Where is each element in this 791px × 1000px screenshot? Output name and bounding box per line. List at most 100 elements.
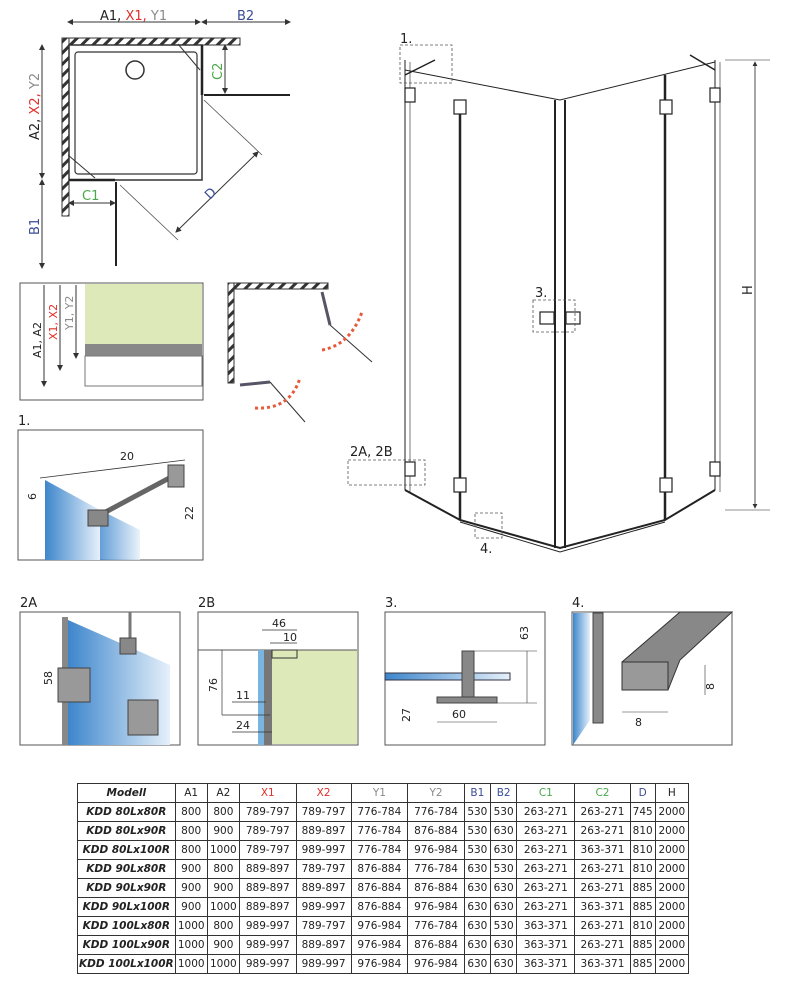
value-cell-y1: 776-784 [350,802,409,822]
label-a1: A1, [100,9,125,24]
value-cell-c2: 263-271 [574,916,631,936]
model-cell: KDD 80Lx100R [77,840,176,860]
dim-6: 6 [26,493,39,500]
value-cell-y2: 976-984 [407,954,465,974]
dim-22: 22 [183,506,196,520]
label-h: H [741,285,756,295]
value-cell-x1: 789-797 [238,840,297,860]
model-cell: KDD 90Lx80R [77,859,176,879]
callout-3: 3. [535,286,547,301]
detail-2b: 2B 46 10 76 11 24 [197,596,359,746]
value-cell-y1: 976-984 [350,916,409,936]
value-cell-x2: 989-997 [295,840,352,860]
value-cell-b1: 630 [463,878,491,898]
model-cell: KDD 90Lx90R [77,878,176,898]
value-cell-d: 810 [629,821,656,841]
detail-2a-title: 2A [20,596,37,611]
value-cell-c2: 263-271 [574,859,631,879]
value-cell-c1: 263-271 [516,878,576,898]
value-cell-a2: 900 [206,935,240,955]
value-cell-b1: 630 [463,935,491,955]
value-cell-x1: 989-997 [238,916,297,936]
value-cell-c1: 263-271 [516,821,576,841]
detail-3-title: 3. [385,596,397,611]
main-3d-view [347,44,770,553]
value-cell-d: 810 [629,840,656,860]
callout-2a-2b: 2A, 2B [350,445,393,460]
value-cell-h: 2000 [654,954,690,974]
value-cell-x1: 889-897 [238,878,297,898]
dim-8-height: 8 [704,683,717,690]
model-cell: KDD 80Lx80R [77,802,176,822]
value-cell-c2: 263-271 [574,821,631,841]
value-cell-a1: 1000 [174,954,208,974]
value-cell-y2: 776-784 [407,916,465,936]
value-cell-x2: 789-797 [295,859,352,879]
value-cell-x2: 789-797 [295,916,352,936]
value-cell-c1: 263-271 [516,840,576,860]
model-cell: KDD 90Lx100R [77,897,176,917]
column-header-y2: Y2 [407,783,465,803]
value-cell-a1: 800 [174,821,208,841]
column-header-b2: B2 [489,783,518,803]
value-cell-a2: 800 [206,859,240,879]
model-cell: KDD 100Lx80R [77,916,176,936]
value-cell-c2: 263-271 [574,802,631,822]
label-x2: X2, [28,89,43,114]
label-y1-y2: Y1, Y2 [63,296,76,331]
value-cell-c2: 363-371 [574,954,631,974]
dim-24: 24 [236,719,250,732]
column-header-b1: B1 [463,783,491,803]
value-cell-y1: 876-884 [350,878,409,898]
label-y2: Y2 [28,73,43,90]
value-cell-c2: 363-371 [574,840,631,860]
value-cell-h: 2000 [654,935,690,955]
value-cell-y2: 876-884 [407,821,465,841]
detail-3: 3. 63 27 60 [384,596,546,746]
value-cell-h: 2000 [654,840,690,860]
value-cell-h: 2000 [654,878,690,898]
value-cell-c1: 263-271 [516,802,576,822]
value-cell-c1: 263-271 [516,859,576,879]
value-cell-b2: 630 [489,821,518,841]
value-cell-c2: 263-271 [574,878,631,898]
column-header-x2: X2 [295,783,352,803]
value-cell-b1: 530 [463,821,491,841]
label-b2: B2 [237,9,254,24]
dim-11: 11 [236,689,250,702]
detail-4: 4. 8 8 [571,596,734,746]
label-c2: C2 [211,63,226,80]
value-cell-y2: 976-984 [407,897,465,917]
value-cell-b1: 630 [463,897,491,917]
value-cell-y1: 776-784 [350,821,409,841]
drain-icon [125,60,145,80]
value-cell-b1: 630 [463,916,491,936]
dim-8-width: 8 [635,716,642,729]
dim-76: 76 [207,678,220,692]
value-cell-a2: 1000 [206,897,240,917]
value-cell-c2: 363-371 [574,897,631,917]
detail-1: 1. 20 6 22 [17,414,204,561]
value-cell-c2: 263-271 [574,935,631,955]
label-x1-x2: X1, X2 [47,304,60,340]
model-cell: KDD 80Lx90R [77,821,176,841]
dim-20: 20 [120,450,134,463]
value-cell-b1: 630 [463,954,491,974]
column-header-h: H [654,783,690,803]
value-cell-x1: 889-897 [238,897,297,917]
value-cell-b2: 530 [489,859,518,879]
value-cell-a1: 800 [174,802,208,822]
column-header-a1: A1 [174,783,208,803]
value-cell-x1: 789-797 [238,821,297,841]
label-a2: A2, [28,115,43,140]
value-cell-a2: 1000 [206,954,240,974]
value-cell-y1: 976-984 [350,954,409,974]
value-cell-x2: 889-897 [295,935,352,955]
value-cell-a2: 900 [206,878,240,898]
value-cell-a2: 800 [206,802,240,822]
